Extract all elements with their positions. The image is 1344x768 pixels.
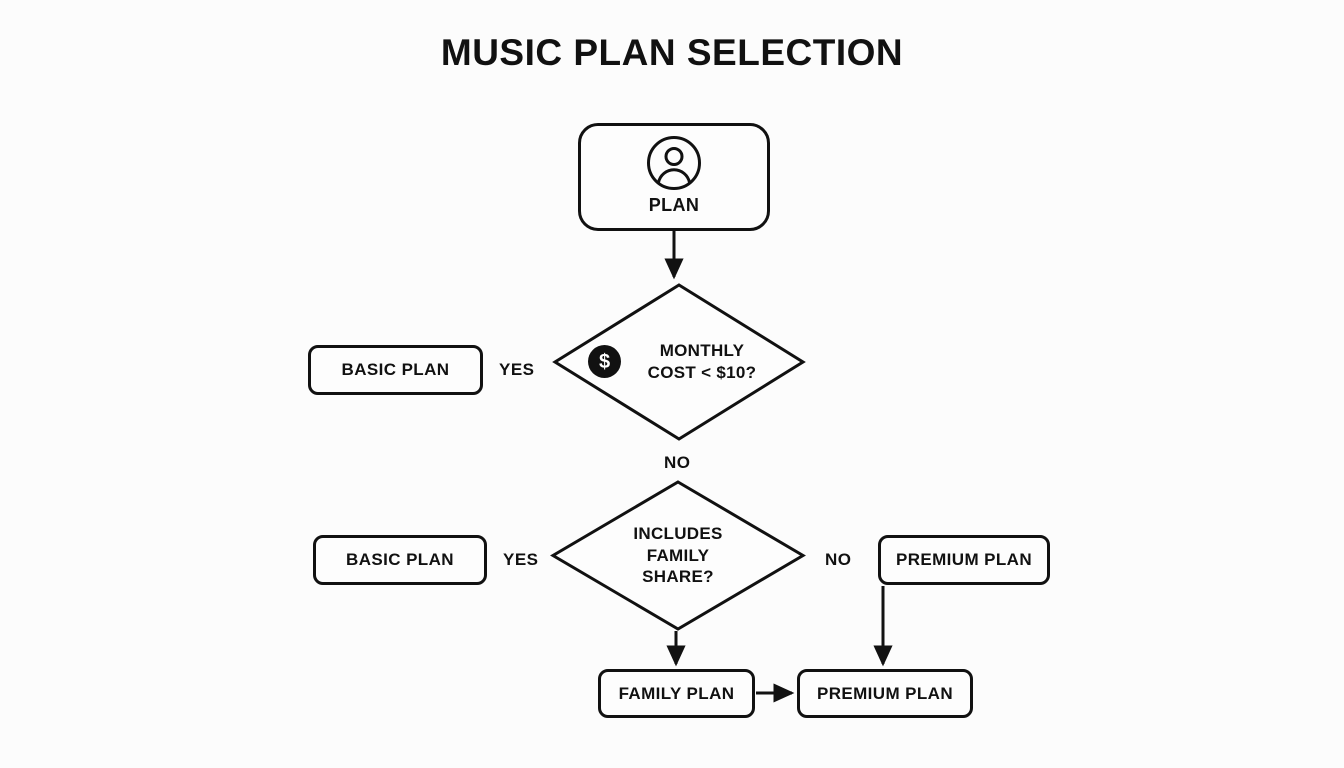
edge-label-family-no: NO	[825, 550, 852, 569]
edge-label-cost-no: NO	[664, 453, 691, 472]
node-premium-plan-bottom[interactable]: PREMIUM PLAN	[797, 669, 973, 718]
node-basic-plan-2[interactable]: BASIC PLAN	[313, 535, 487, 585]
person-icon	[647, 136, 701, 190]
node-basic-plan-1-label: BASIC PLAN	[341, 360, 450, 380]
dollar-icon: $	[588, 345, 621, 378]
node-premium-plan-bottom-label: PREMIUM PLAN	[816, 683, 954, 703]
node-basic-plan-1[interactable]: BASIC PLAN	[308, 345, 483, 395]
node-basic-plan-2-label: BASIC PLAN	[346, 550, 454, 570]
node-premium-plan-top-label: PREMIUM PLAN	[895, 550, 1033, 570]
diamond-shape	[550, 480, 806, 631]
node-family-plan-label: FAMILY PLAN	[618, 683, 735, 703]
edge-label-family-yes: YES	[503, 550, 539, 569]
node-family-plan[interactable]: FAMILY PLAN	[598, 669, 755, 718]
node-premium-plan-top[interactable]: PREMIUM PLAN	[878, 535, 1050, 585]
dollar-glyph: $	[598, 350, 611, 373]
node-start-plan[interactable]: PLAN	[578, 123, 770, 231]
node-start-label: PLAN	[648, 195, 700, 215]
edge-label-cost-yes: YES	[499, 360, 535, 379]
diamond-shape	[552, 283, 806, 441]
node-decision-family-share[interactable]: INCLUDES FAMILY SHARE?	[550, 480, 806, 631]
page-title: MUSIC PLAN SELECTION	[440, 32, 904, 73]
